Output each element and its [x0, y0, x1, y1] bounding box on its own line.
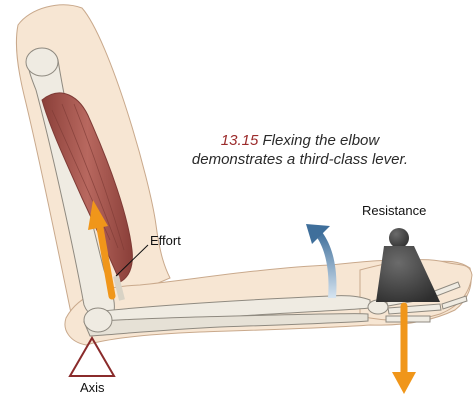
axis-label: Axis	[80, 380, 105, 395]
caption-number: 13.15	[221, 132, 259, 149]
effort-label: Effort	[150, 233, 181, 248]
shoulder-bone	[26, 48, 58, 76]
caption-line-2: demonstrates a third-class lever.	[192, 151, 408, 168]
figure-caption: 13.15 Flexing the elbow demonstrates a t…	[150, 131, 450, 169]
resistance-label: Resistance	[362, 203, 426, 218]
caption-line-1: Flexing the elbow	[262, 132, 379, 149]
elbow-bone	[84, 308, 112, 332]
